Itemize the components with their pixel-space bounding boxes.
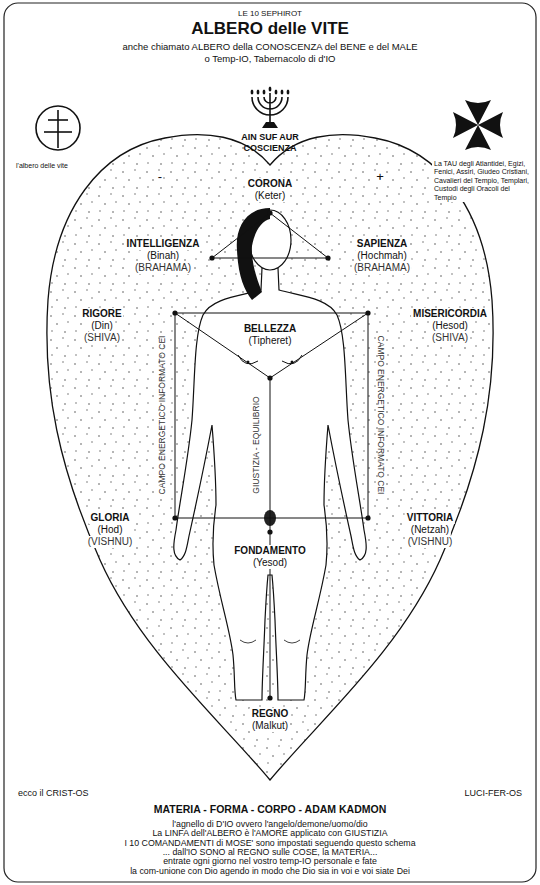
caption-line: I 10 COMANDAMENTI di MOSE' sono impostat…	[124, 838, 415, 848]
sephira-dot	[172, 515, 177, 520]
sephira-name: INTELLIGENZA	[125, 238, 202, 250]
sephira-name: MISERICORDIA	[411, 308, 489, 320]
polarity-sign: -	[158, 170, 162, 185]
footer-label: ecco il CRIST-OS	[18, 788, 89, 798]
symbol-label: l'albero delle vite	[14, 162, 70, 170]
sephira-name: VITTORIA	[405, 512, 455, 524]
sephira-dot	[267, 210, 272, 215]
heading-label: COSCIENZA	[243, 143, 296, 153]
subtitle: anche chiamato ALBERO della CONOSCENZA d…	[122, 42, 417, 53]
hebrew-name: (Hochmah)	[355, 250, 408, 262]
sephira-dot	[172, 310, 177, 315]
sephirot-dots	[172, 210, 370, 700]
sephira-dot	[365, 310, 370, 315]
sephira-dot	[267, 695, 272, 700]
heart-field	[47, 135, 493, 780]
figure-hair	[237, 208, 270, 300]
menorah-arms	[252, 93, 288, 123]
hebrew-name: (Hod)	[95, 524, 124, 536]
cross-circle-symbol	[36, 106, 80, 150]
vertical-label: CAMPO ENERGETICO INFORMATO CEI	[375, 336, 385, 495]
materia-line: MATERIA - FORMA - CORPO - ADAM KADMON	[154, 803, 387, 815]
menorah-base	[262, 122, 278, 128]
sephira-name: BELLEZZA	[242, 323, 298, 335]
supernal-triangle	[212, 213, 328, 258]
sephira-dot	[267, 375, 272, 380]
subtitle: o Temp-IO, Tabernacolo di d'IO	[205, 54, 336, 65]
central-pillar	[270, 378, 271, 698]
tipheret-lines	[175, 313, 368, 378]
kicker: LE 10 SEPHIROT	[238, 9, 302, 18]
symbol-cross	[57, 110, 59, 148]
page-border	[4, 3, 536, 882]
heading-label: AIN SUF AUR	[241, 132, 299, 142]
symbol-label: La TAU degli Atlantidei, Egizi, Fenici, …	[432, 160, 532, 202]
menorah-flame	[269, 86, 272, 91]
sephira-dot	[365, 515, 370, 520]
hebrew-name: (Binah)	[145, 250, 181, 262]
menorah-flames	[251, 86, 290, 94]
deity-name: (SHIVA)	[430, 332, 470, 344]
menorah-flame	[257, 89, 260, 94]
hebrew-name: (Yesod)	[251, 557, 289, 569]
sephira-name: CORONA	[246, 178, 294, 190]
symbol-cross	[48, 119, 68, 121]
deity-name: (SHIVA)	[82, 332, 122, 344]
menorah-flame	[281, 89, 284, 94]
deity-name: (BRAHAMA)	[133, 262, 193, 274]
hebrew-name: (Malkut)	[250, 720, 290, 732]
caption-line: ... dall'IO SONO al REGNO sulle COSE, la…	[163, 847, 378, 857]
symbol-circle	[36, 106, 80, 150]
deity-name: (VISHNU)	[86, 536, 134, 548]
caption-line: La LINFA dell'ALBERO è l'AMORE applicato…	[152, 828, 387, 838]
hebrew-name: (Din)	[89, 320, 115, 332]
tree-paths	[175, 213, 368, 698]
sephira-name: SAPIENZA	[355, 238, 410, 250]
sephira-dot	[325, 255, 330, 260]
caption-line: entrate ogni giorno nel vostro temp-IO p…	[163, 856, 377, 866]
sephira-name: FONDAMENTO	[232, 545, 307, 557]
sephira-name: RIGORE	[80, 308, 123, 320]
menorah-flame	[263, 89, 266, 94]
deity-name: (BRAHAMA)	[352, 262, 412, 274]
templar-cross	[453, 100, 503, 150]
title: ALBERO delle VITE	[191, 19, 349, 39]
hebrew-name: (Keter)	[253, 190, 288, 202]
caption-line: la com-unione con Dio agendo in modo che…	[130, 866, 410, 876]
menorah-flame	[251, 89, 254, 94]
vertical-label: CAMPO ENERGETICO INFORMATO CEI	[158, 336, 168, 495]
hebrew-name: (Tipheret)	[247, 335, 294, 347]
caption-line: l'agnello di D'IO ovvero l'angelo/demone…	[172, 819, 367, 829]
deity-name: (VISHNU)	[406, 536, 454, 548]
sephira-dot	[267, 529, 272, 534]
polarity-sign: +	[376, 170, 384, 185]
sephirot-square	[175, 313, 368, 518]
vertical-label: GIUSTIZIA - EQUILIBRIO	[252, 396, 262, 493]
sephira-name: REGNO	[250, 708, 291, 720]
hebrew-name: (Netzah)	[409, 524, 451, 536]
sephira-name: GLORIA	[89, 512, 132, 524]
menorah-flame	[287, 89, 290, 94]
footer-label: LUCI-FER-OS	[464, 788, 522, 798]
sephira-dot	[209, 255, 214, 260]
menorah-symbol	[251, 86, 290, 128]
symbol-cross	[44, 131, 72, 133]
menorah-flame	[275, 89, 278, 94]
hebrew-name: (Hesod)	[430, 320, 470, 332]
